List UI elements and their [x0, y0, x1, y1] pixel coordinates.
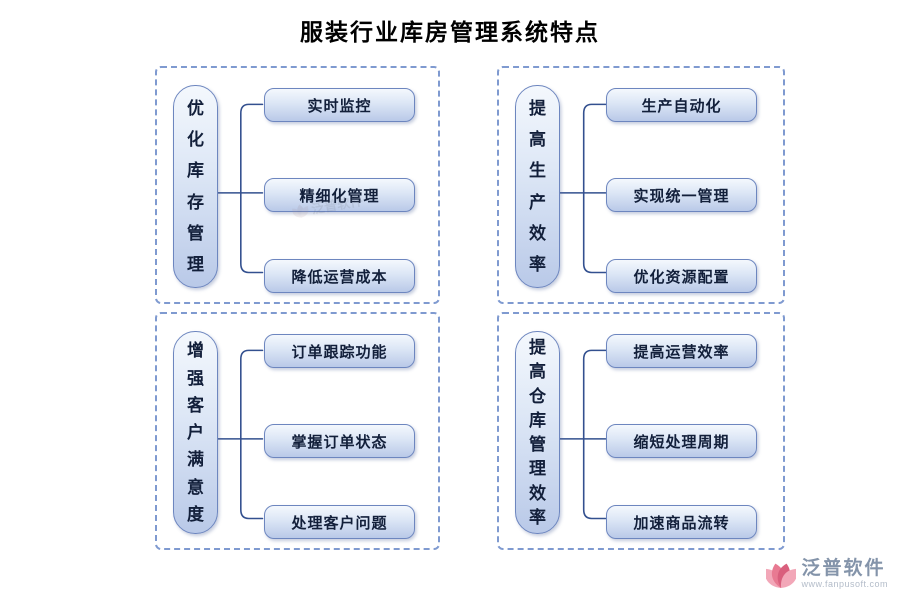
brand-logo: 泛普软件 www.fanpusoft.com	[766, 558, 888, 590]
feature-node: 降低运营成本	[264, 259, 415, 293]
feature-node: 掌握订单状态	[264, 424, 415, 458]
brand-text: 泛普软件 www.fanpusoft.com	[801, 558, 888, 590]
group-optimize-inventory: 优化库存管理 实时监控 精细化管理 降低运营成本	[155, 66, 440, 304]
feature-node: 优化资源配置	[606, 259, 757, 293]
feature-node: 订单跟踪功能	[264, 334, 415, 368]
group-label-optimize-inventory: 优化库存管理	[173, 85, 218, 288]
diagram-title: 服装行业库房管理系统特点	[300, 20, 600, 45]
feature-node: 精细化管理	[264, 178, 415, 212]
group-label-production-efficiency: 提高生产效率	[515, 85, 560, 288]
brand-url: www.fanpusoft.com	[801, 579, 888, 590]
feature-node: 生产自动化	[606, 88, 757, 122]
group-customer-satisfaction: 增强客户满意度 订单跟踪功能 掌握订单状态 处理客户问题	[155, 312, 440, 550]
fan-icon	[766, 563, 797, 588]
feature-node: 提高运营效率	[606, 334, 757, 368]
group-production-efficiency: 提高生产效率 生产自动化 实现统一管理 优化资源配置	[497, 66, 785, 304]
group-warehouse-efficiency: 提高仓库管理效率 提高运营效率 缩短处理周期 加速商品流转	[497, 312, 785, 550]
feature-node: 实时监控	[264, 88, 415, 122]
group-label-customer-satisfaction: 增强客户满意度	[173, 331, 218, 534]
feature-node: 加速商品流转	[606, 505, 757, 539]
feature-node: 缩短处理周期	[606, 424, 757, 458]
feature-node: 实现统一管理	[606, 178, 757, 212]
feature-node: 处理客户问题	[264, 505, 415, 539]
brand-name: 泛普软件	[801, 558, 886, 580]
group-label-warehouse-efficiency: 提高仓库管理效率	[515, 331, 560, 534]
